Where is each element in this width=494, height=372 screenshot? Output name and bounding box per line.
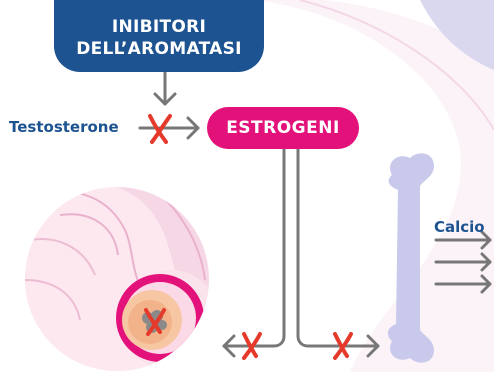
cross-icon bbox=[146, 310, 164, 334]
testosterone-label: Testosterone bbox=[9, 118, 119, 136]
calcium-label: Calcio bbox=[434, 218, 485, 236]
right-arrow-icon bbox=[298, 149, 378, 356]
calcium-arrows-icon bbox=[436, 232, 490, 292]
inhibitors-line1: INIBITORI bbox=[76, 16, 242, 38]
down-arrow-icon bbox=[155, 72, 175, 104]
estrogen-box: ESTROGENI bbox=[207, 107, 359, 149]
aromatase-inhibitors-box: INIBITORI DELL’AROMATASI bbox=[54, 0, 264, 72]
right-arrow-icon bbox=[140, 118, 198, 138]
left-arrow-icon bbox=[224, 149, 284, 356]
inhibitors-line2: DELL’AROMATASI bbox=[76, 38, 242, 60]
